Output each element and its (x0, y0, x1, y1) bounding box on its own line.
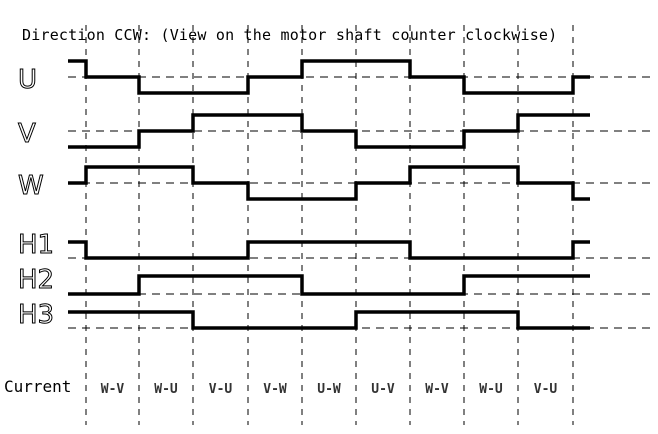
diagram-title: Direction CCW: (View on the motor shaft … (22, 26, 557, 44)
current-pair: W-V (101, 382, 125, 397)
current-pair: V-U (534, 382, 558, 397)
current-pair: V-U (209, 382, 233, 397)
current-pair: U-V (371, 382, 395, 397)
waveform-h2 (68, 274, 590, 296)
current-pair: V-W (263, 382, 287, 397)
waveform-v (68, 113, 590, 149)
signal-label-u: U (18, 65, 37, 95)
current-row-label: Current (4, 377, 71, 396)
waveform-h1 (68, 240, 590, 260)
vertical-grid-lines (85, 25, 574, 425)
signal-label-h3: H3 (18, 300, 54, 330)
signal-label-h1: H1 (18, 230, 54, 260)
current-pair: W-U (479, 382, 503, 397)
waveform-u (68, 59, 590, 95)
current-pair: W-V (425, 382, 449, 397)
signal-label-w: W (18, 171, 44, 201)
current-pair-labels: W-V W-U V-U V-W U-W U-V W-V W-U V-U (101, 382, 558, 397)
signal-waveforms (68, 59, 590, 330)
waveform-w (68, 165, 590, 201)
signal-label-h2: H2 (18, 265, 54, 295)
current-pair: W-U (154, 382, 178, 397)
waveform-h3 (68, 310, 590, 330)
current-pair: U-W (317, 382, 341, 397)
signal-label-v: V (18, 119, 36, 149)
